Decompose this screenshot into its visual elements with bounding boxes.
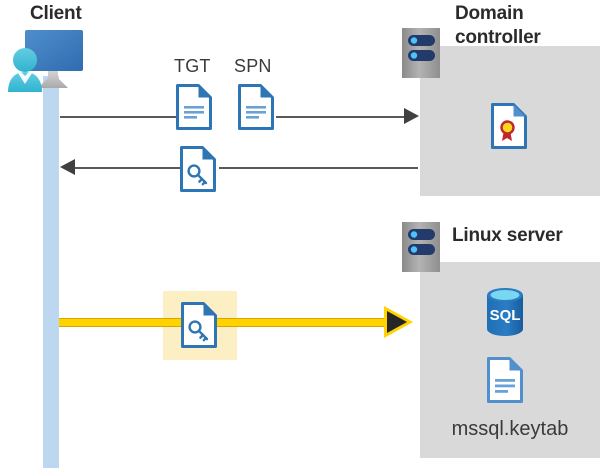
service-ticket-key-document-icon <box>181 302 217 348</box>
service-ticket-line-right <box>216 318 390 327</box>
response-arrowhead-icon <box>60 159 75 175</box>
certificate-document-icon <box>491 103 527 149</box>
keytab-document-icon <box>487 357 523 403</box>
domain-controller-title: Domain controller <box>455 3 541 48</box>
linux-server-server-icon <box>402 222 440 272</box>
response-line-left <box>74 167 180 169</box>
sql-database-icon: SQL <box>483 286 527 338</box>
response-line-right <box>219 167 418 169</box>
tgt-document-icon <box>176 84 212 130</box>
tgt-label: TGT <box>174 56 211 76</box>
client-title: Client <box>30 3 82 24</box>
service-ticket-line-left <box>59 318 183 327</box>
domain-controller-server-icon <box>402 28 440 78</box>
keytab-filename-label: mssql.keytab <box>451 418 569 440</box>
spn-document-icon <box>238 84 274 130</box>
sql-database-label: SQL <box>490 307 521 324</box>
request-line-right <box>276 116 406 118</box>
service-ticket-arrowhead-icon <box>387 311 407 333</box>
linux-server-title: Linux server <box>452 225 563 246</box>
client-monitor-user-icon <box>4 26 100 98</box>
spn-label: SPN <box>234 56 272 76</box>
key-document-icon <box>180 146 216 192</box>
request-line-left <box>60 116 176 118</box>
request-arrowhead-icon <box>404 108 419 124</box>
client-lifeline <box>43 76 59 468</box>
